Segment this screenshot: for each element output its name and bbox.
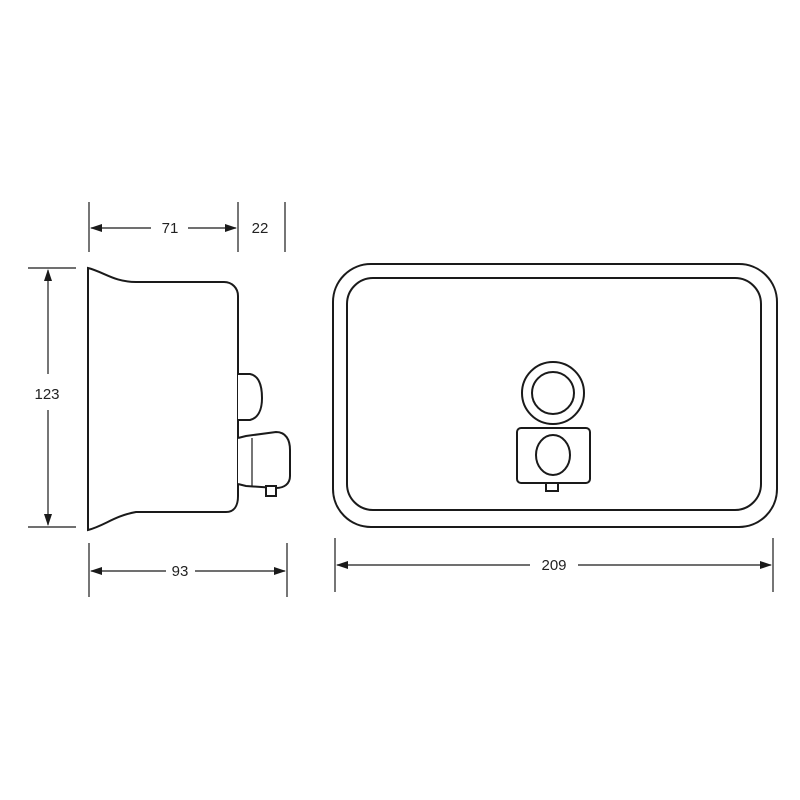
side-view-push-button: [237, 430, 291, 490]
front-outer-frame: [332, 263, 778, 528]
dimension-depth-total: 93: [88, 543, 288, 597]
refill-cap-outer: [521, 361, 585, 425]
dimension-label-93: 93: [172, 563, 189, 580]
side-view-body: [87, 266, 239, 532]
side-view-spout: [265, 485, 277, 497]
dimension-label-123: 123: [34, 386, 59, 403]
front-spout: [545, 482, 559, 492]
side-view: [87, 266, 291, 532]
front-push-button-dimple: [535, 434, 571, 476]
dimension-height: 123: [28, 267, 76, 528]
dimension-depth-top: 71 22: [88, 202, 286, 252]
dimension-width: 209: [334, 538, 774, 592]
dimension-label-71: 71: [162, 220, 179, 237]
front-inner-panel: [346, 277, 762, 511]
dimension-label-209: 209: [541, 557, 566, 574]
front-view: [332, 263, 778, 528]
dimension-label-22: 22: [252, 220, 269, 237]
side-view-upper-bump: [238, 373, 264, 421]
refill-cap-inner: [531, 371, 575, 415]
